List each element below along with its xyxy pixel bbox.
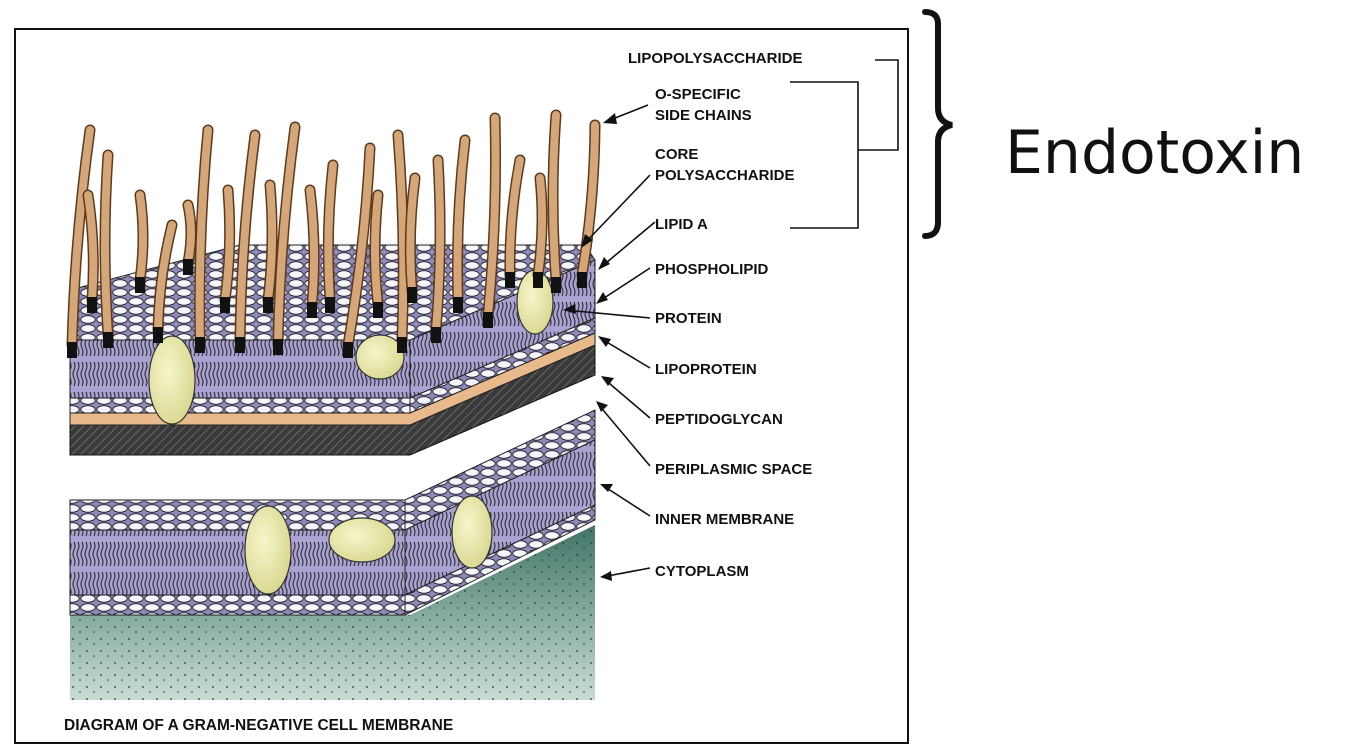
lipid-a-anchor	[183, 259, 193, 275]
lipid-a-anchor	[577, 272, 587, 288]
side-chain	[268, 185, 272, 300]
lipid-a-anchor	[551, 277, 561, 293]
side-chain	[538, 178, 542, 275]
lipid-a-anchor	[87, 297, 97, 313]
label-protein: PROTEIN	[655, 308, 722, 329]
lipid-a-anchor	[67, 342, 77, 358]
lipid-a-anchor	[431, 327, 441, 343]
label-lipoprotein: LIPOPROTEIN	[655, 359, 757, 380]
label-o-specific-line2: SIDE CHAINS	[655, 105, 752, 126]
lipid-a-anchor	[533, 272, 543, 288]
lipid-a-anchor	[195, 337, 205, 353]
label-inner-membrane: INNER MEMBRANE	[655, 509, 794, 530]
side-chain	[225, 190, 230, 300]
lipid-a-anchor	[307, 302, 317, 318]
side-chain	[140, 195, 143, 280]
lipid-a-anchor	[135, 277, 145, 293]
lipid-a-anchor	[263, 297, 273, 313]
lipid-a-anchor	[235, 337, 245, 353]
leader-lines	[565, 60, 898, 577]
side-chain	[328, 165, 333, 300]
lipid-a-anchor	[103, 332, 113, 348]
label-o-specific-line1: O-SPECIFIC	[655, 84, 741, 105]
label-phospholipid: PHOSPHOLIPID	[655, 259, 768, 280]
label-core-line2: POLYSACCHARIDE	[655, 165, 794, 186]
lipid-a-anchor	[505, 272, 515, 288]
endotoxin-bracket	[925, 12, 952, 236]
lipid-a-anchor	[407, 287, 417, 303]
lipid-a-anchor	[273, 339, 283, 355]
lipid-a-anchor	[343, 342, 353, 358]
side-chain	[188, 205, 191, 262]
lipid-a-anchor	[153, 327, 163, 343]
lipid-a-anchor	[483, 312, 493, 328]
lipid-a-anchor	[220, 297, 230, 313]
label-lipopolysaccharide: LIPOPOLYSACCHARIDE	[628, 48, 802, 69]
label-core-line1: CORE	[655, 144, 698, 165]
lipid-a-anchor	[397, 337, 407, 353]
diagram-caption: DIAGRAM OF A GRAM-NEGATIVE CELL MEMBRANE	[64, 717, 453, 735]
side-chain	[105, 155, 108, 335]
lipid-a-anchor	[373, 302, 383, 318]
endotoxin-label: Endotoxin	[1005, 118, 1304, 188]
side-chain	[375, 195, 378, 305]
label-peptidoglycan: PEPTIDOGLYCAN	[655, 409, 783, 430]
lipid-a-anchor	[325, 297, 335, 313]
side-chain	[310, 190, 314, 305]
side-chain	[553, 115, 556, 280]
side-chain	[582, 125, 595, 275]
label-cytoplasm: CYTOPLASM	[655, 561, 749, 582]
label-periplasmic-space: PERIPLASMIC SPACE	[655, 459, 812, 480]
label-lipid-a: LIPID A	[655, 214, 708, 235]
lipid-a-anchor	[453, 297, 463, 313]
side-chain	[410, 178, 415, 290]
side-chain	[436, 160, 440, 330]
